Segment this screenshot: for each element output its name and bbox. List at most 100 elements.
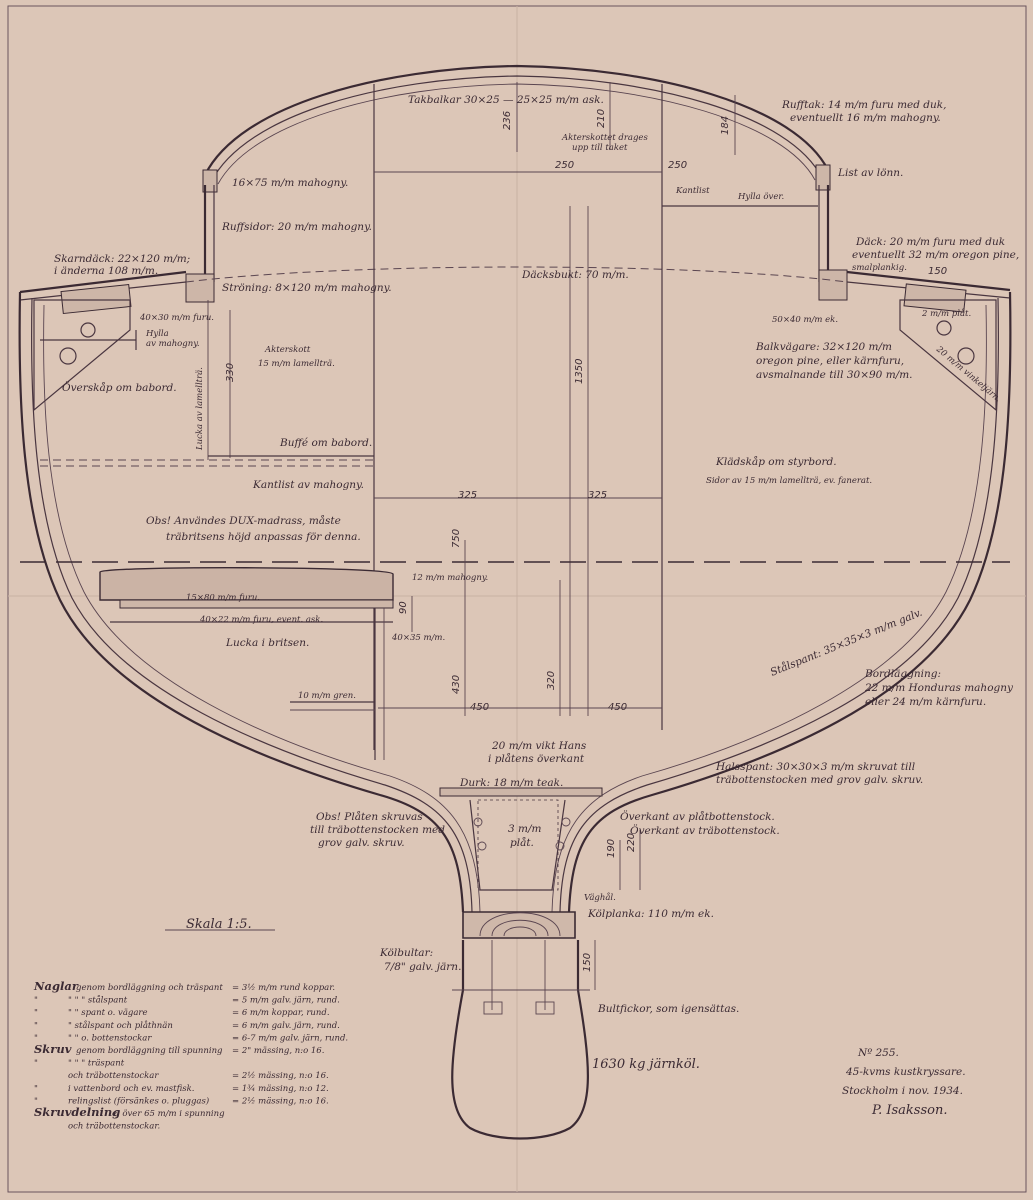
label-balkvagare-3: avsmalnande till 30×90 m/m. [756, 369, 913, 381]
spec-row-2-spec: = 6 m/m koppar, rund. [232, 1008, 330, 1018]
label-jarnkol: 1630 kg järnköl. [592, 1057, 700, 1072]
label-halsspant-2: träbottenstocken med grov galv. skruv. [716, 774, 923, 786]
label-list-lonn: List av lönn. [837, 167, 903, 179]
spec-row-1-text: " " " stålspant [68, 994, 128, 1006]
label-akterskott: Akterskott [264, 345, 311, 355]
spec-row-10-text: ej över 65 m/m i spunning [112, 1109, 225, 1119]
label-hylla: Hylla [145, 329, 169, 339]
dim-220: 220 [626, 833, 637, 852]
dim-184: 184 [720, 116, 731, 135]
label-vikt-hans-2: i plåtens överkant [488, 752, 585, 765]
spec-row-3-text: " stålspant och plåthnän [68, 1019, 173, 1031]
label-skala: Skala 1:5. [186, 917, 252, 932]
spec-row-8-head: " [34, 1084, 38, 1094]
label-obs-platen-3: grov galv. skruv. [318, 837, 405, 849]
cabin-sides [185, 185, 848, 303]
spec-row-11-text: och träbottenstockar. [68, 1122, 160, 1132]
label-akterskottet-2: upp till taket [572, 143, 628, 153]
label-kolplanka: Kölplanka: 110 m/m ek. [587, 908, 714, 920]
spec-row-0-spec: = 3½ m/m rund koppar. [232, 982, 335, 993]
label-plat-3mm: 3 m/m [508, 823, 542, 835]
label-durk: Durk: 18 m/m teak. [459, 777, 563, 789]
dim-325a: 325 [458, 490, 477, 501]
label-overskap: Överskåp om babord. [62, 380, 177, 394]
spec-row-9-head: " [34, 1096, 38, 1106]
dim-325b: 325 [588, 490, 607, 501]
label-kladskap: Klädskåp om styrbord. [715, 455, 837, 468]
label-gren: 10 m/m gren. [298, 691, 356, 701]
dim-450b: 450 [608, 702, 627, 713]
spec-row-7-spec: = 2½ mässing, n:o 16. [232, 1070, 329, 1081]
label-obs-platen: Obs! Plåten skruvas [316, 810, 423, 823]
dim-236: 236 [502, 111, 513, 130]
label-skarndack-2: i änderna 108 m/m. [54, 265, 158, 277]
cabin-roof [202, 64, 831, 193]
spec-row-2-text: " " spant o. vägare [68, 1008, 148, 1018]
spec-row-1-head: " [34, 996, 38, 1006]
label-obs-platen-2: till träbottenstocken med [310, 824, 445, 836]
label-plat-3mm-2: plåt. [510, 836, 534, 849]
label-halsspant: Halsspant: 30×30×3 m/m skruvat till [715, 761, 915, 773]
place-date: Stockholm i nov. 1934. [842, 1085, 963, 1097]
spec-row-6-head: " [34, 1059, 38, 1069]
dim-150b: 150 [582, 953, 593, 972]
ballast-keel [451, 940, 590, 1140]
label-skarndack: Skarndäck: 22×120 m/m; [54, 253, 190, 265]
spec-row-4-spec: = 6-7 m/m galv. järn, rund. [232, 1033, 348, 1043]
label-dack-3: smalplankig. [852, 263, 907, 273]
deck-knees [33, 299, 997, 412]
spec-row-0-text: genom bordläggning och träspant [76, 983, 223, 993]
label-40x35: 40×35 m/m. [391, 633, 445, 643]
spec-row-5-spec: = 2" mässing, n:o 16. [232, 1046, 324, 1056]
spec-row-5-text: genom bordläggning till spunning [76, 1046, 223, 1056]
interior-joinery [20, 84, 1010, 750]
label-rufftak-2: eventuellt 16 m/m mahogny. [790, 112, 941, 124]
label-ruffsidor: Ruffsidor: 20 m/m mahogny. [221, 221, 372, 233]
label-mahogny-12: 12 m/m mahogny. [412, 573, 488, 583]
floor-and-keel [439, 787, 603, 939]
dim-430: 430 [451, 675, 462, 694]
label-balkvagare-2: oregon pine, eller kärnfuru, [756, 355, 904, 367]
dim-210: 210 [596, 109, 607, 128]
label-furu-15x80: 15×80 m/m furu. [186, 593, 260, 603]
label-stroning: Ströning: 8×120 m/m mahogny. [222, 282, 392, 294]
hull-outline [18, 291, 1012, 913]
spec-row-4-head: " [34, 1033, 38, 1043]
dim-1350: 1350 [574, 359, 585, 384]
label-bultfickor: Bultfickor, som igensättas. [597, 1003, 739, 1015]
label-bordlaggning: Bordläggning: [864, 668, 941, 680]
dim-250a: 250 [555, 160, 574, 171]
label-plat-2mm: 2 m/m plåt. [921, 307, 971, 319]
label-dacksbukt: Däcksbukt: 70 m/m. [521, 269, 629, 281]
label-kladskap-2: Sidor av 15 m/m lamellträ, ev. fanerat. [706, 476, 872, 486]
spec-row-1-spec: = 5 m/m galv. järn, rund. [232, 996, 340, 1006]
dim-320: 320 [546, 671, 557, 690]
dimension-lines [374, 82, 736, 990]
bunk [99, 567, 394, 760]
label-kolbultar-2: 7/8" galv. järn. [384, 961, 461, 973]
spec-row-6-text: " " " träspant [68, 1059, 125, 1069]
label-balkvagare: Balkvägare: 32×120 m/m [755, 341, 892, 353]
dim-250b: 250 [668, 160, 687, 171]
spec-row-2-head: " [34, 1008, 38, 1018]
dim-330: 330 [225, 363, 236, 382]
spec-row-7-text: och träbottenstockar [68, 1071, 159, 1081]
dim-450a: 450 [470, 702, 489, 713]
label-takbalkar: Takbalkar 30×25 — 25×25 m/m ask. [408, 94, 604, 106]
spec-row-9-text: relingslist (försänkes o. pluggas) [68, 1095, 209, 1106]
label-hylla-2: av mahogny. [146, 339, 200, 349]
label-obs-dux-2: träbritsens höjd anpassas för denna. [166, 531, 361, 543]
signature: P. Isaksson. [871, 1103, 948, 1118]
label-furu-40x22: 40×22 m/m furu, event. ask. [199, 615, 323, 625]
dimension-texts: 236 210 184 250 250 150 330 1350 325 325… [225, 109, 947, 972]
label-vaghal: Väghål. [584, 891, 616, 903]
spec-row-8-spec: = 1¾ mässing, n:o 12. [232, 1083, 329, 1094]
spec-row-3-head: " [34, 1021, 38, 1031]
dim-90: 90 [398, 601, 409, 614]
annotations: Takbalkar 30×25 — 25×25 m/m ask. Rufftak… [54, 94, 1019, 1118]
spec-row-5-head: Skruv [34, 1042, 72, 1056]
label-buffe: Buffé om babord. [279, 437, 372, 449]
spec-row-9-spec: = 2½ mässing, n:o 16. [232, 1095, 329, 1106]
label-rufftak: Rufftak: 14 m/m furu med duk, [781, 99, 947, 111]
